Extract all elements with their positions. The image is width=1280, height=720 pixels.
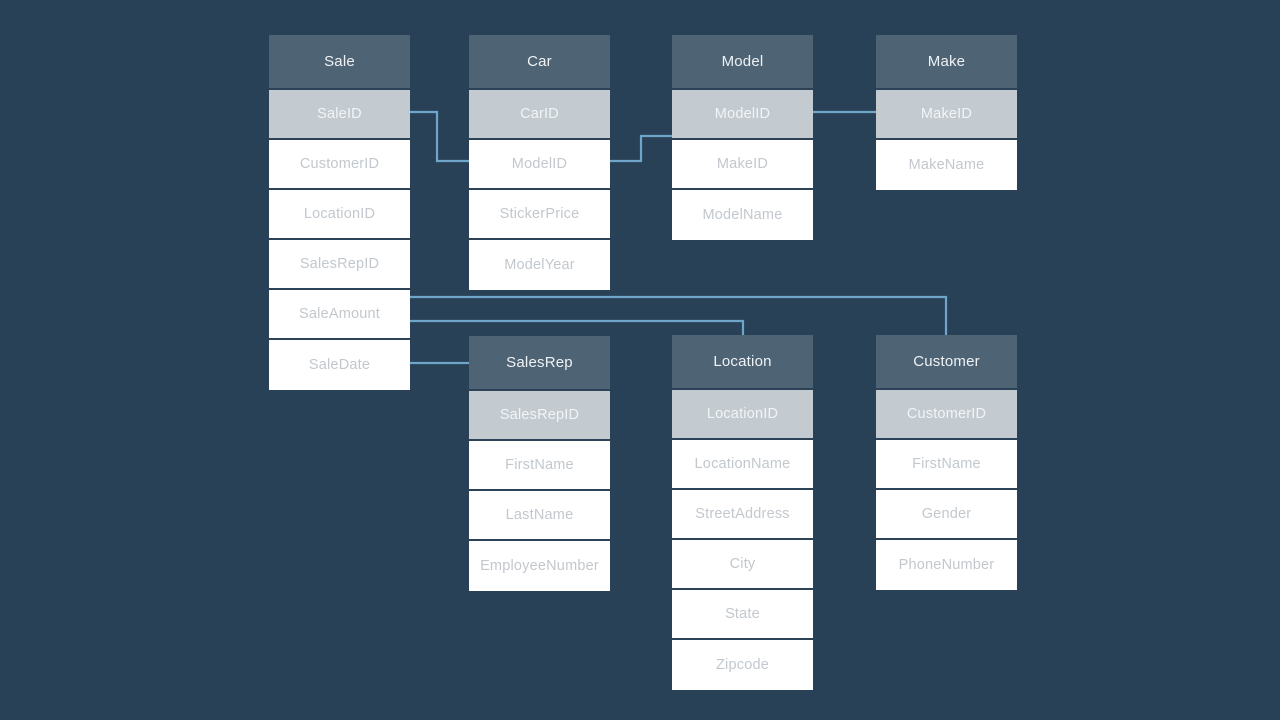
field-car-carid[interactable]: CarID — [469, 90, 610, 140]
relationship-sale-saleid-to-car-modelid — [410, 110, 470, 163]
field-sale-saleid[interactable]: SaleID — [269, 90, 410, 140]
field-location-state[interactable]: State — [672, 590, 813, 640]
field-sale-locationid[interactable]: LocationID — [269, 190, 410, 240]
relationship-sale-locationid-to-location — [410, 319, 745, 336]
field-customer-gender[interactable]: Gender — [876, 490, 1017, 540]
field-car-modelyear[interactable]: ModelYear — [469, 240, 610, 290]
field-customer-customerid[interactable]: CustomerID — [876, 390, 1017, 440]
entity-title-model: Model — [672, 35, 813, 90]
field-make-makename[interactable]: MakeName — [876, 140, 1017, 190]
field-location-city[interactable]: City — [672, 540, 813, 590]
entity-title-car: Car — [469, 35, 610, 90]
field-model-modelname[interactable]: ModelName — [672, 190, 813, 240]
field-salesrep-employeenumber[interactable]: EmployeeNumber — [469, 541, 610, 591]
relationship-car-modelid-to-model-modelid — [610, 134, 672, 163]
field-model-modelid[interactable]: ModelID — [672, 90, 813, 140]
field-sale-customerid[interactable]: CustomerID — [269, 140, 410, 190]
field-location-zipcode[interactable]: Zipcode — [672, 640, 813, 690]
field-location-locationname[interactable]: LocationName — [672, 440, 813, 490]
field-salesrep-lastname[interactable]: LastName — [469, 491, 610, 541]
field-salesrep-salesrepid[interactable]: SalesRepID — [469, 391, 610, 441]
relationship-sale-customerid-to-customer — [410, 295, 948, 336]
field-location-streetaddress[interactable]: StreetAddress — [672, 490, 813, 540]
field-sale-salesrepid[interactable]: SalesRepID — [269, 240, 410, 290]
field-make-makeid[interactable]: MakeID — [876, 90, 1017, 140]
entity-title-sale: Sale — [269, 35, 410, 90]
field-location-locationid[interactable]: LocationID — [672, 390, 813, 440]
entity-title-salesrep: SalesRep — [469, 336, 610, 391]
field-car-stickerprice[interactable]: StickerPrice — [469, 190, 610, 240]
field-customer-phonenumber[interactable]: PhoneNumber — [876, 540, 1017, 590]
field-model-makeid[interactable]: MakeID — [672, 140, 813, 190]
field-customer-firstname[interactable]: FirstName — [876, 440, 1017, 490]
entity-title-make: Make — [876, 35, 1017, 90]
field-salesrep-firstname[interactable]: FirstName — [469, 441, 610, 491]
field-car-modelid[interactable]: ModelID — [469, 140, 610, 190]
entity-title-customer: Customer — [876, 335, 1017, 390]
field-sale-saledate[interactable]: SaleDate — [269, 340, 410, 390]
field-sale-saleamount[interactable]: SaleAmount — [269, 290, 410, 340]
entity-title-location: Location — [672, 335, 813, 390]
